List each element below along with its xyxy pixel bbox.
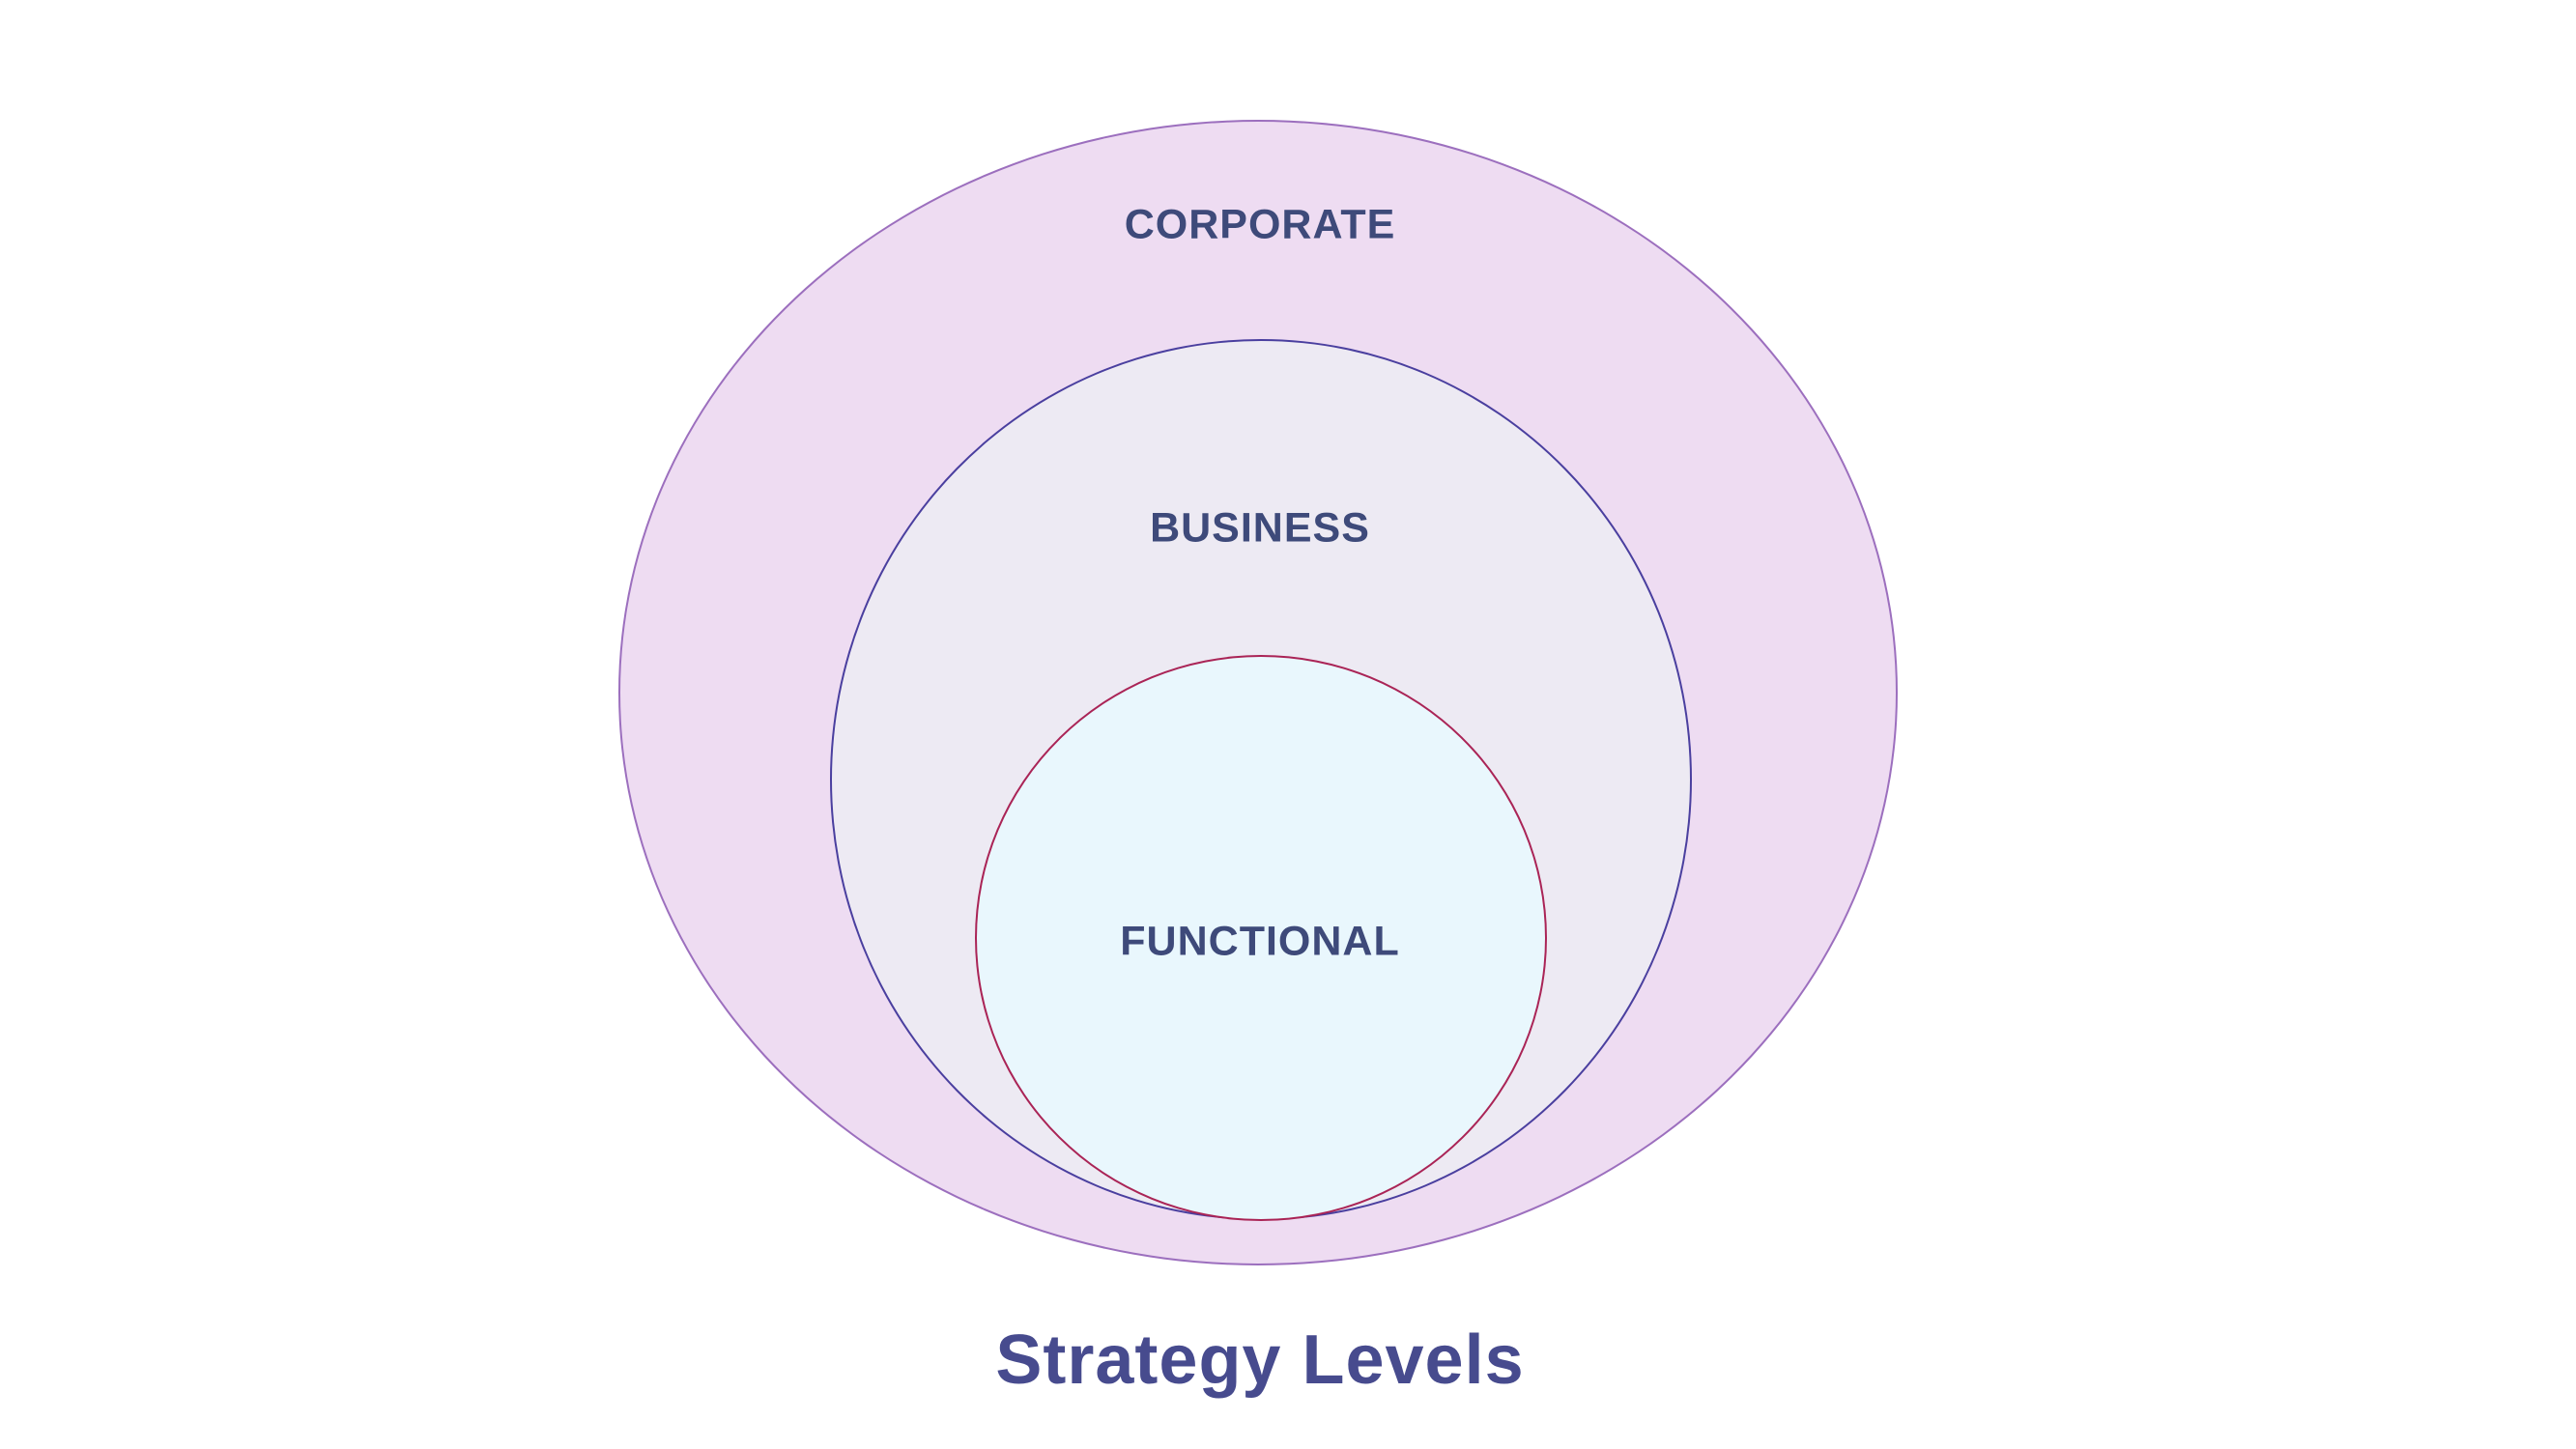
ring-business-label: BUSINESS	[1150, 504, 1370, 552]
ring-corporate-label: CORPORATE	[1124, 201, 1396, 248]
ring-functional-label: FUNCTIONAL	[1120, 918, 1400, 965]
ring-functional	[975, 655, 1547, 1221]
diagram-title: Strategy Levels	[995, 1321, 1525, 1399]
